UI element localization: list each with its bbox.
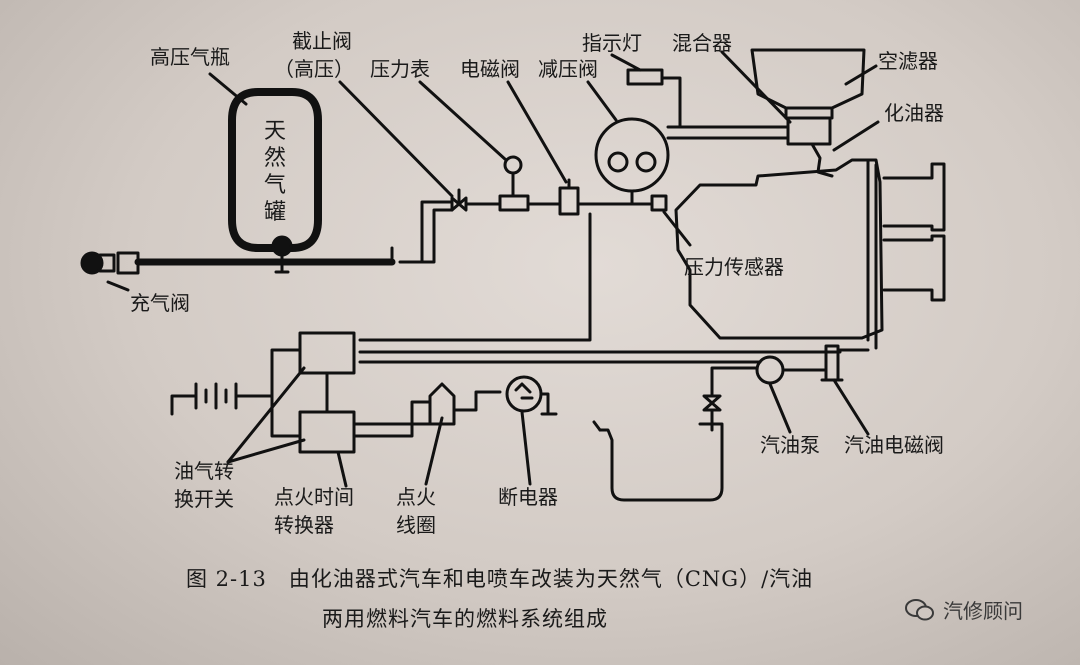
label-carburetor: 化油器 xyxy=(884,101,944,125)
gasoline-tank xyxy=(598,422,724,502)
label-gasoline-pump: 汽油泵 xyxy=(760,433,820,457)
gasoline-pump xyxy=(755,355,785,385)
figure-caption-line2: 两用燃料汽车的燃料系统组成 xyxy=(322,607,608,631)
tank-feed-valve xyxy=(702,394,722,412)
pointer-carb xyxy=(832,120,880,152)
tank-feed-line xyxy=(710,366,759,398)
indicator-light xyxy=(626,68,664,86)
ignition-converter-box xyxy=(298,410,356,454)
label-ignition-coil: 点火 线圈 xyxy=(396,486,436,536)
engine-pipe xyxy=(866,158,878,350)
pointer-ign-coil xyxy=(424,416,444,486)
label-solenoid-valve: 电磁阀 xyxy=(460,57,520,81)
pointer-mixer xyxy=(720,50,792,124)
label-air-filter: 空滤器 xyxy=(878,49,938,73)
pointer-fuel-switch xyxy=(226,366,306,464)
pointer-gas-solenoid xyxy=(832,378,870,436)
pointer-charging xyxy=(106,280,130,292)
gasoline-tank-filler xyxy=(592,420,602,432)
pointer-cylinder xyxy=(208,72,248,106)
label-pressure-gauge: 压力表 xyxy=(370,57,430,81)
pointer-reducer xyxy=(586,80,618,122)
gasoline-line-top xyxy=(358,333,592,342)
tank-char: 气 xyxy=(263,173,286,198)
gasoline-line xyxy=(358,348,870,354)
charging-valve-body xyxy=(80,251,104,275)
engine-flywheel-lower xyxy=(882,234,946,302)
tank-char: 罐 xyxy=(263,200,286,225)
pointer-gauge xyxy=(418,80,508,162)
charging-valve-fitting xyxy=(116,251,140,275)
label-indicator-light: 指示灯 xyxy=(582,31,642,55)
indicator-pointer xyxy=(610,53,642,72)
label-ignition-converter: 点火时间 转换器 xyxy=(274,486,354,536)
battery xyxy=(194,382,238,410)
label-shutoff-valve: 截止阀 xyxy=(292,29,352,53)
reducer-port-right xyxy=(635,151,657,173)
mixer xyxy=(786,116,832,146)
engine-block xyxy=(674,158,884,340)
pointer-fuel-switch-2 xyxy=(226,438,306,464)
wechat-icon xyxy=(905,598,935,622)
pointer-airfilter xyxy=(844,64,878,86)
pointer-shutoff xyxy=(338,80,454,198)
pressure-gauge-body xyxy=(498,194,530,212)
pressure-sensor xyxy=(650,194,668,212)
tank-char: 天 xyxy=(263,119,286,144)
breaker-ground xyxy=(539,392,558,416)
carburetor xyxy=(798,142,834,178)
label-ignition-converter-line1: 点火时间 xyxy=(274,485,354,509)
label-fuel-switch-line2: 换开关 xyxy=(174,487,234,511)
solenoid-valve xyxy=(558,186,580,216)
pressure-reducer xyxy=(594,117,670,193)
pointer-gas-pump xyxy=(768,382,792,434)
tank-valve-knob xyxy=(271,235,293,257)
reducer-port-left xyxy=(607,151,629,173)
pressure-gauge-dial xyxy=(503,155,523,175)
switch-wire-bus xyxy=(270,348,302,438)
pipe-reducer-to-mixer xyxy=(666,125,790,140)
fuel-switch-box xyxy=(298,331,356,375)
breaker-contact xyxy=(514,382,534,400)
label-mixer: 混合器 xyxy=(672,31,732,55)
pointer-ign-converter xyxy=(336,450,348,488)
engine-flywheel xyxy=(882,162,946,232)
watermark: 汽修顾问 xyxy=(905,595,1023,624)
label-shutoff-valve-high: （高压） xyxy=(274,57,354,81)
watermark-text: 汽修顾问 xyxy=(943,599,1023,623)
coil-to-breaker xyxy=(452,390,502,412)
label-fuel-switch: 油气转 换开关 xyxy=(174,460,234,510)
shutoff-valve xyxy=(450,196,468,212)
label-ignition-converter-line2: 转换器 xyxy=(274,513,334,537)
label-pressure-reducer: 减压阀 xyxy=(538,57,598,81)
label-charging-valve: 充气阀 xyxy=(130,291,190,315)
label-ignition-coil-line1: 点火 xyxy=(396,485,436,509)
line-to-shutoff-inner xyxy=(408,208,454,264)
tank-label: 天 然 气 罐 xyxy=(257,118,293,226)
coil-wire xyxy=(352,400,432,438)
label-ignition-coil-line2: 线圈 xyxy=(396,513,436,537)
ground-left xyxy=(170,394,198,416)
label-gasoline-solenoid-valve: 汽油电磁阀 xyxy=(844,433,944,457)
label-high-pressure-cylinder: 高压气瓶 xyxy=(150,45,230,69)
pointer-solenoid xyxy=(506,80,568,184)
tank-char: 然 xyxy=(263,146,286,171)
label-pressure-sensor: 压力传感器 xyxy=(684,255,784,279)
breaker xyxy=(505,375,543,413)
indicator-wire xyxy=(660,76,682,129)
label-fuel-switch-line1: 油气转 xyxy=(174,459,234,483)
charging-valve-connector xyxy=(98,253,116,273)
pointer-breaker xyxy=(520,410,532,486)
label-breaker: 断电器 xyxy=(498,485,558,509)
figure-caption-line1: 图 2-13 由化油器式汽车和电喷车改装为天然气（CNG）/汽油 xyxy=(186,567,814,591)
